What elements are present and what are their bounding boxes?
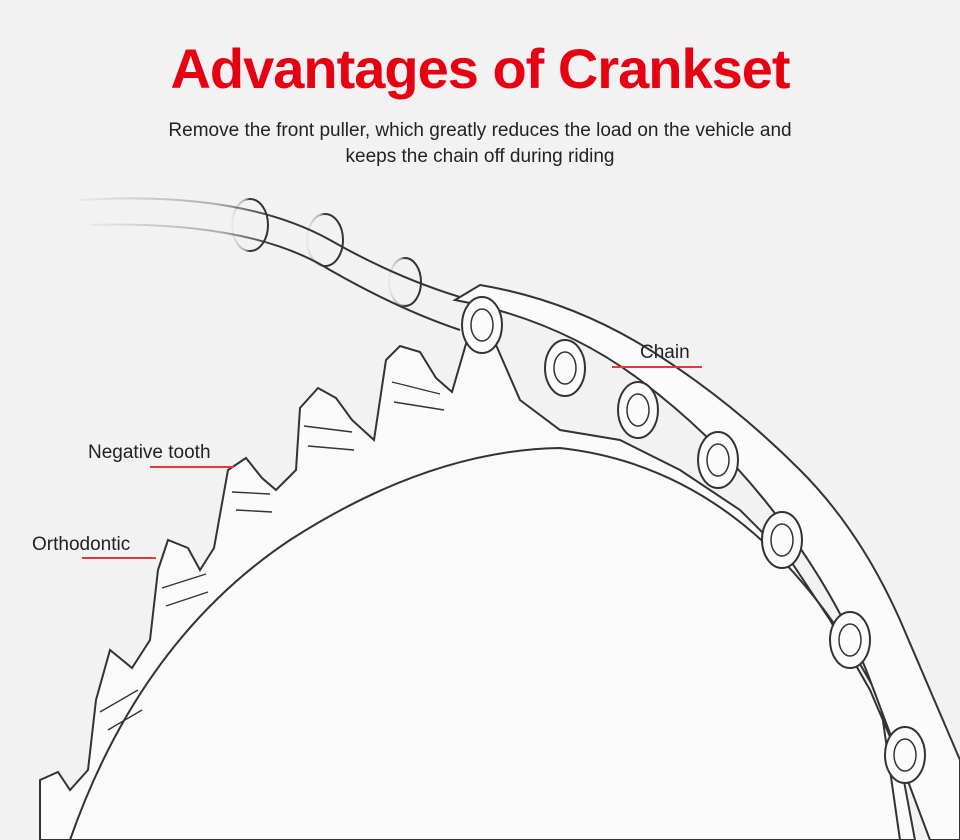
chain-fade-section (79, 197, 471, 331)
chainring (39, 320, 917, 840)
chain-plate-band (452, 283, 960, 840)
tooth-bevels (99, 381, 445, 731)
chain-roller (697, 431, 739, 489)
chain-roller (544, 339, 586, 397)
callout-orthodontic-label: Orthodontic (32, 534, 131, 555)
chain-roller (617, 381, 659, 439)
callout-chain-label: Chain (640, 342, 690, 363)
chainring-outline (39, 320, 917, 840)
callout-negative-tooth-line (150, 466, 234, 468)
chain (452, 283, 960, 840)
callout-chain-line (612, 366, 702, 368)
subtitle-line-1: Remove the front puller, which greatly r… (168, 120, 792, 141)
chain-roller (829, 611, 871, 669)
page-subtitle: Remove the front puller, which greatly r… (130, 118, 830, 170)
callout-negative-tooth-label: Negative tooth (88, 442, 211, 463)
chain-roller (461, 296, 503, 354)
subtitle-line-2: keeps the chain off during riding (345, 146, 615, 167)
chain-roller (761, 511, 803, 569)
page-title: Advantages of Crankset (170, 37, 790, 100)
callout-orthodontic-line (82, 557, 156, 559)
chain-pins (470, 308, 917, 772)
chain-roller (884, 726, 926, 784)
